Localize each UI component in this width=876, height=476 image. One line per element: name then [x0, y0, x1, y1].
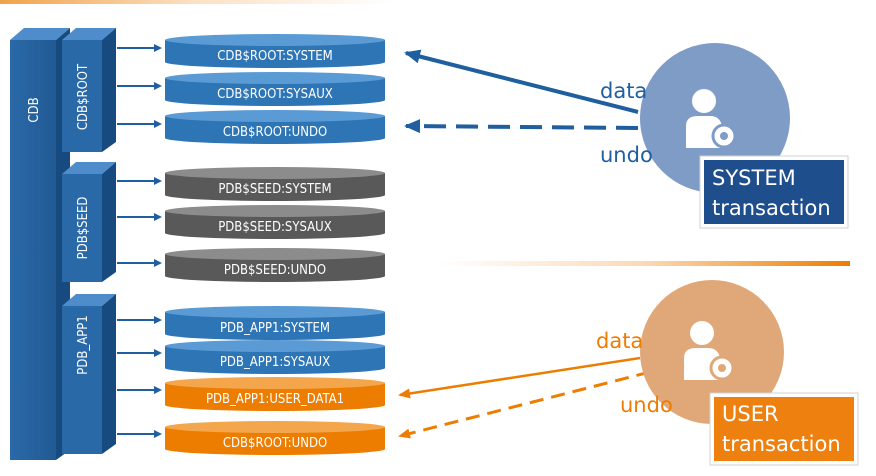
svg-text:PDB_APP1:SYSAUX: PDB_APP1:SYSAUX	[220, 355, 330, 370]
svg-text:PDB$SEED:SYSAUX: PDB$SEED:SYSAUX	[218, 220, 331, 235]
cylinder-pdb-app1-sysaux: PDB_APP1:SYSAUX	[165, 340, 385, 374]
svg-text:PDB_APP1:USER_DATA1: PDB_APP1:USER_DATA1	[206, 392, 344, 407]
cdb-label: CDB	[27, 97, 42, 122]
top-accent-bar	[0, 0, 560, 4]
cdb-root-label: CDB$ROOT	[76, 63, 91, 130]
pdb-seed-block: PDB$SEED	[62, 162, 116, 282]
svg-text:CDB$ROOT:UNDO: CDB$ROOT:UNDO	[223, 125, 327, 140]
pdb-app1-block: PDB_APP1	[62, 294, 116, 454]
cdb-column: CDB	[10, 28, 70, 460]
system-undo-arrow	[404, 119, 639, 134]
connector-arrows	[117, 44, 162, 438]
cylinder-cdb-root-undo: CDB$ROOT:UNDO	[165, 110, 385, 144]
user-data-label: data	[596, 329, 643, 353]
cdb-root-block: CDB$ROOT	[62, 28, 116, 152]
user-box-line2: transaction	[722, 432, 841, 456]
user-data-arrow	[398, 356, 641, 399]
system-undo-label: undo	[600, 143, 653, 167]
cylinder-pdb-app1-cdb-root-undo: CDB$ROOT:UNDO	[165, 421, 385, 455]
user-undo-label: undo	[620, 393, 673, 417]
cylinder-cdb-root-sysaux: CDB$ROOT:SYSAUX	[165, 72, 385, 106]
cylinder-pdb-seed-sysaux: PDB$SEED:SYSAUX	[165, 205, 385, 239]
user-undo-arrow	[398, 370, 651, 439]
cylinder-cdb-root-system: CDB$ROOT:SYSTEM	[165, 34, 385, 68]
system-data-label: data	[600, 79, 647, 103]
cylinder-pdb-seed-undo: PDB$SEED:UNDO	[165, 248, 385, 282]
pdb-app1-label: PDB_APP1	[76, 315, 91, 374]
cylinder-pdb-app1-user-data1: PDB_APP1:USER_DATA1	[165, 377, 385, 411]
system-transaction: data undo SYSTEM transaction	[404, 43, 849, 229]
pdb-seed-label: PDB$SEED	[76, 197, 91, 260]
svg-text:CDB$ROOT:SYSTEM: CDB$ROOT:SYSTEM	[217, 49, 332, 64]
user-box-line1: USER	[722, 402, 779, 426]
user-gear-icon	[686, 89, 737, 149]
cylinder-pdb-app1-system: PDB_APP1:SYSTEM	[165, 306, 385, 340]
user-gear-icon	[684, 321, 735, 381]
user-transaction: data undo USER transaction	[398, 280, 859, 466]
svg-text:CDB$ROOT:SYSAUX: CDB$ROOT:SYSAUX	[217, 87, 333, 102]
svg-text:CDB$ROOT:UNDO: CDB$ROOT:UNDO	[223, 436, 327, 451]
system-box-line1: SYSTEM	[712, 166, 796, 190]
divider-bar	[440, 261, 850, 266]
cylinder-pdb-seed-system: PDB$SEED:SYSTEM	[165, 167, 385, 201]
svg-text:PDB$SEED:SYSTEM: PDB$SEED:SYSTEM	[218, 182, 331, 197]
system-data-arrow	[404, 49, 639, 114]
svg-text:PDB_APP1:SYSTEM: PDB_APP1:SYSTEM	[220, 321, 330, 336]
svg-text:PDB$SEED:UNDO: PDB$SEED:UNDO	[224, 263, 326, 278]
system-box-line2: transaction	[712, 196, 831, 220]
